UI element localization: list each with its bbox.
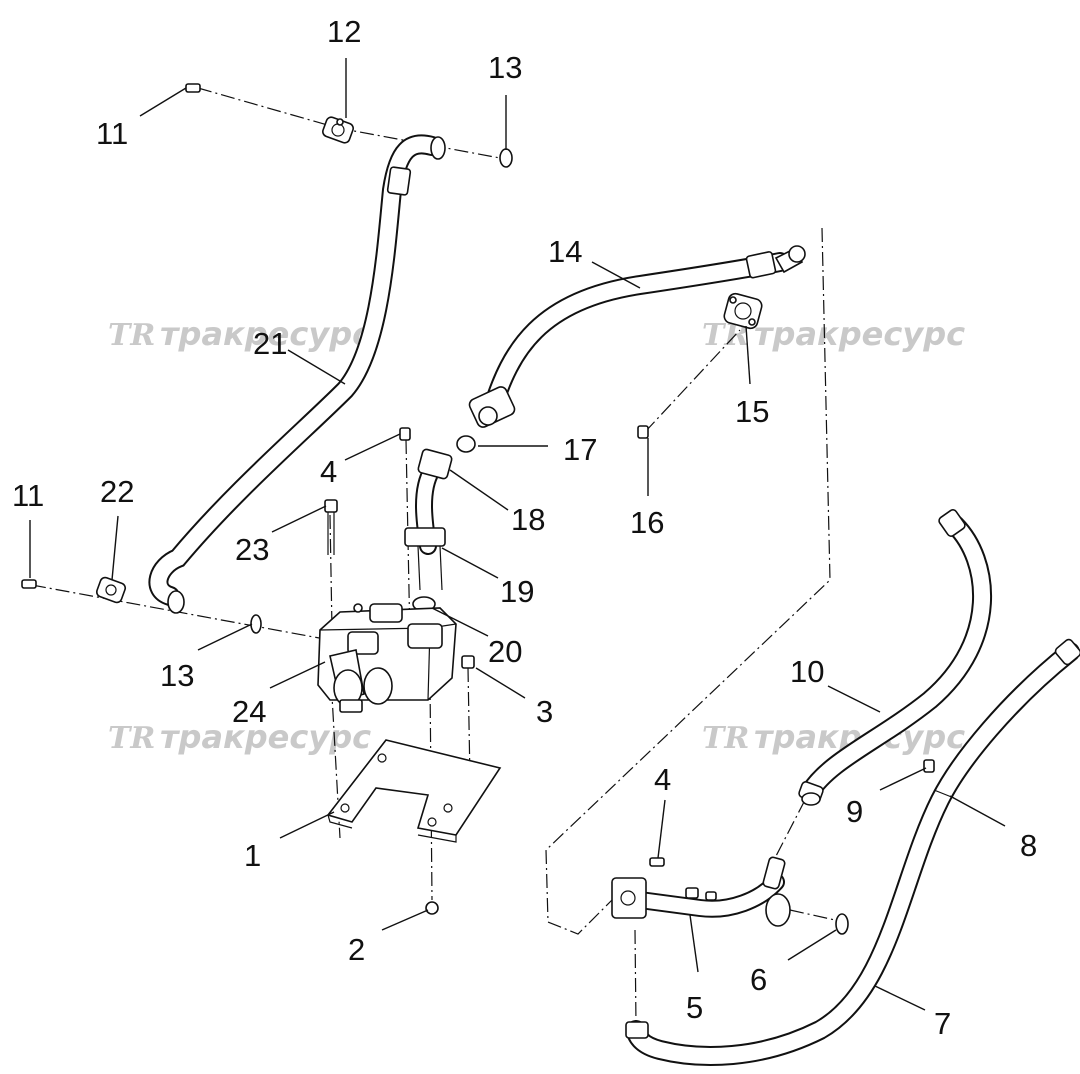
watermark-text: тракресурс	[754, 315, 965, 353]
bolt-23	[324, 499, 338, 555]
elbow-18	[404, 448, 453, 591]
callout-4: 4	[320, 454, 337, 489]
axis-line-left	[31, 584, 331, 641]
callout-14: 14	[548, 234, 582, 269]
axis-line-hose10	[774, 799, 806, 859]
callout-8: 8	[1020, 828, 1037, 863]
callout-1: 1	[244, 838, 261, 873]
hose-21	[148, 134, 446, 614]
valve-block-24	[317, 603, 457, 713]
hose-14	[468, 245, 806, 428]
assembly-lines	[31, 87, 836, 1026]
callout-13: 13	[488, 50, 522, 85]
callout-20: 20	[488, 634, 522, 669]
axis-line-bolt3	[467, 667, 471, 781]
callout-11-left: 11	[12, 478, 44, 513]
flange-22	[95, 576, 127, 604]
bolt-11-left	[21, 579, 37, 589]
axis-line-pipe5	[634, 929, 637, 1026]
callouts: 11 12 13 14 21 15 16 4 17 18 19 23 20 11…	[12, 14, 1037, 1041]
nut-2	[425, 901, 439, 915]
mounting-plate-1	[326, 739, 502, 843]
flange-12	[322, 116, 354, 144]
watermark-3: TR тракресурс	[108, 718, 371, 756]
axis-line-right	[545, 227, 831, 935]
flange-15	[723, 292, 763, 330]
watermark-logo: TR	[108, 721, 155, 756]
o-ring-13-top	[499, 148, 513, 168]
watermark-text: тракресурс	[160, 718, 371, 756]
callout-12: 12	[327, 14, 361, 49]
axis-line-ring6	[789, 909, 836, 921]
watermark-logo: TR	[108, 318, 155, 353]
callout-2: 2	[348, 932, 365, 967]
hose-10	[798, 509, 993, 806]
callout-18: 18	[511, 502, 545, 537]
callout-9: 9	[846, 794, 863, 829]
callout-5: 5	[686, 990, 703, 1025]
o-ring-6	[835, 913, 849, 935]
callout-17: 17	[563, 432, 597, 467]
leader-lines	[29, 58, 1006, 1011]
callout-19: 19	[500, 574, 534, 609]
callout-24: 24	[232, 694, 266, 729]
axis-line-mount-b	[429, 679, 433, 901]
callout-21: 21	[253, 326, 287, 361]
callout-3: 3	[536, 694, 553, 729]
watermark-logo: TR	[702, 721, 749, 756]
hose-7	[625, 638, 1080, 1066]
watermark-4: TR тракресурс	[702, 718, 965, 756]
callout-23: 23	[235, 532, 269, 567]
watermark-1: TR тракресурс	[108, 315, 371, 353]
pipe-5	[611, 856, 791, 927]
bolt-4-top	[399, 427, 411, 441]
callout-13-left: 13	[160, 658, 194, 693]
watermark-text: тракресурс	[160, 315, 371, 353]
bolt-16	[637, 425, 649, 439]
callout-11: 11	[96, 116, 128, 151]
callout-15: 15	[735, 394, 769, 429]
callout-7: 7	[934, 1006, 951, 1041]
callout-22: 22	[100, 474, 134, 509]
bolt-11-top	[185, 83, 201, 93]
fitting-9	[923, 759, 935, 773]
bolt-4-right	[649, 857, 665, 867]
callout-10: 10	[790, 654, 824, 689]
callout-4-right: 4	[654, 762, 671, 797]
axis-line-bolt23	[329, 514, 333, 631]
callout-6: 6	[750, 962, 767, 997]
callout-16: 16	[630, 505, 664, 540]
o-ring-17	[456, 435, 476, 453]
o-ring-13-left	[250, 614, 262, 634]
bolt-3	[461, 655, 475, 669]
